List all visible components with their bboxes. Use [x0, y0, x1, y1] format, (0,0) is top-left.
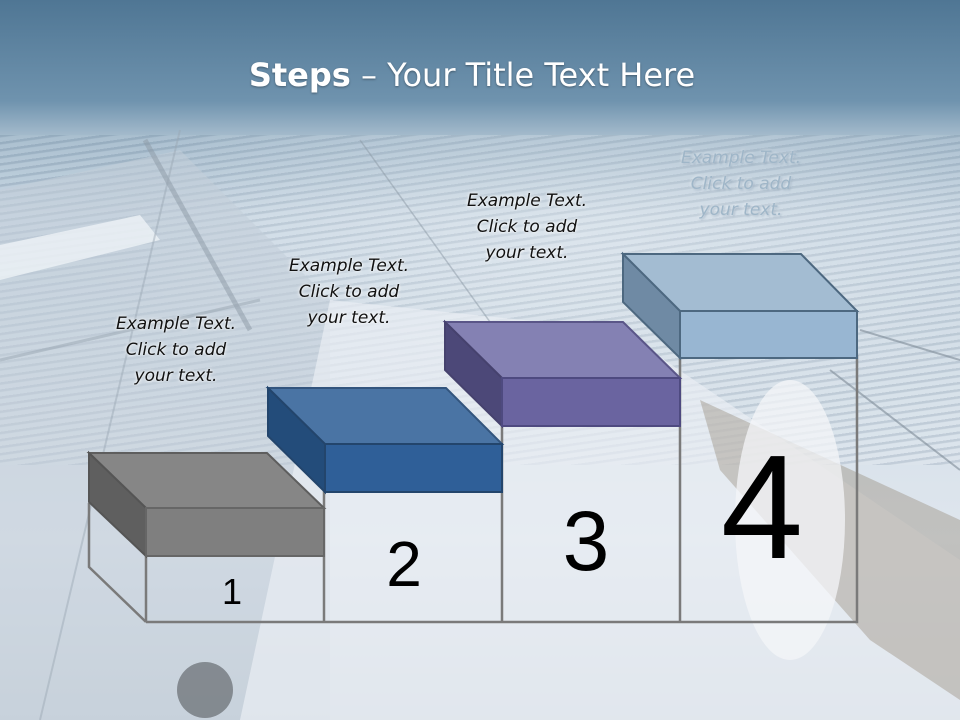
- step-block-3[interactable]: [442, 319, 683, 429]
- step-1-front: [145, 507, 325, 557]
- caption-line: your text.: [134, 366, 218, 386]
- caption-line: Example Text.: [680, 148, 802, 168]
- title-rest: – Your Title Text Here: [350, 56, 696, 94]
- step-number-4: 4: [721, 425, 803, 590]
- slide-title[interactable]: Steps – Your Title Text Here: [0, 56, 944, 94]
- caption-line: Click to add: [476, 217, 578, 237]
- caption-line: your text.: [699, 200, 783, 220]
- caption-line: your text.: [307, 308, 391, 328]
- step-3-front: [501, 377, 681, 427]
- caption-line: Example Text.: [288, 256, 410, 276]
- step-caption-4[interactable]: Example Text. Click to add your text.: [651, 145, 831, 223]
- step-2-front: [324, 443, 503, 493]
- caption-line: your text.: [485, 243, 569, 263]
- step-number-3: 3: [563, 494, 610, 588]
- step-caption-1[interactable]: Example Text. Click to add your text.: [86, 311, 266, 389]
- caption-line: Click to add: [690, 174, 792, 194]
- step-number-2: 2: [386, 528, 422, 600]
- step-block-2[interactable]: [265, 385, 505, 495]
- step-block-4[interactable]: [620, 251, 860, 361]
- step-caption-3[interactable]: Example Text. Click to add your text.: [437, 188, 617, 266]
- title-bold: Steps: [248, 56, 351, 94]
- caption-line: Click to add: [125, 340, 227, 360]
- caption-line: Click to add: [298, 282, 400, 302]
- caption-line: Example Text.: [115, 314, 237, 334]
- caption-line: Example Text.: [466, 191, 588, 211]
- step-number-1: 1: [222, 571, 242, 612]
- step-4-front: [679, 310, 858, 359]
- step-block-1[interactable]: [86, 450, 327, 559]
- step-caption-2[interactable]: Example Text. Click to add your text.: [259, 253, 439, 331]
